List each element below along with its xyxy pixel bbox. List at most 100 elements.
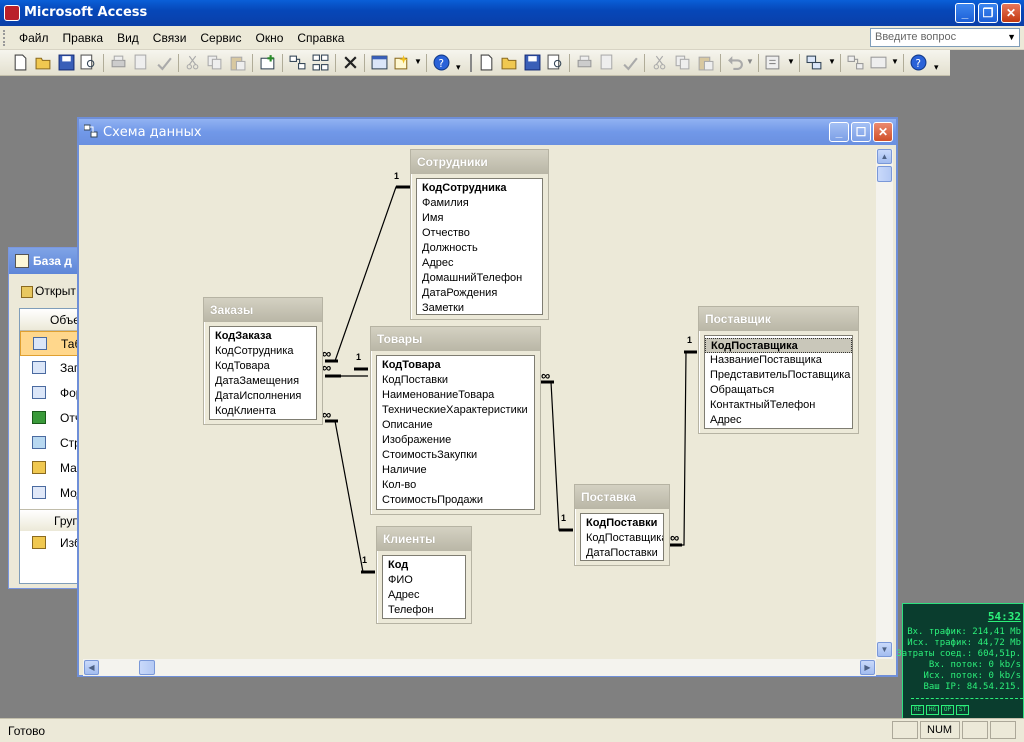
delete-icon[interactable] — [342, 54, 359, 71]
minimize-button[interactable]: _ — [955, 3, 975, 23]
object-pages[interactable]: Стр — [20, 431, 86, 456]
window-maximize-button[interactable]: ☐ — [851, 122, 871, 142]
table-orders[interactable]: Заказы КодЗаказа КодСотрудника КодТовара… — [203, 297, 323, 425]
toolbar-options-icon[interactable]: ▾ — [456, 62, 461, 72]
relationships-icon[interactable] — [847, 54, 864, 71]
database-window-icon[interactable] — [371, 54, 388, 71]
field-item[interactable]: Описание — [382, 419, 433, 431]
chevron-down-icon[interactable]: ▼ — [828, 57, 836, 66]
toolbar-options-icon[interactable]: ▾ — [934, 62, 939, 72]
print-icon[interactable] — [576, 54, 593, 71]
horizontal-scrollbar[interactable]: ◀ ▶ — [83, 659, 876, 676]
table-title[interactable]: Поставка — [575, 485, 669, 509]
field-item[interactable]: Наличие — [382, 464, 427, 476]
table-title[interactable]: Сотрудники — [411, 150, 548, 174]
field-item[interactable]: КодКлиента — [215, 405, 276, 417]
object-macros[interactable]: Мак — [20, 456, 86, 481]
vertical-scrollbar[interactable]: ▲ ▼ — [876, 149, 893, 659]
field-list[interactable]: КодПоставщика НазваниеПоставщика Предста… — [704, 335, 853, 429]
field-item[interactable]: Отчество — [422, 227, 470, 239]
properties-icon[interactable] — [870, 54, 887, 71]
relationships-window-titlebar[interactable]: Схема данных _ ☐ ✕ — [79, 119, 896, 145]
vertical-scroll-thumb[interactable] — [877, 166, 892, 182]
window-minimize-button[interactable]: _ — [829, 122, 849, 142]
print-preview-icon[interactable] — [599, 54, 616, 71]
access-app-icon[interactable] — [4, 5, 20, 21]
menu-file[interactable]: Файл — [19, 31, 49, 45]
groups-header[interactable]: Груп — [20, 509, 86, 531]
direct-relations-icon[interactable] — [289, 54, 306, 71]
field-item[interactable]: ДомашнийТелефон — [422, 272, 523, 284]
menu-relations[interactable]: Связи — [152, 31, 187, 45]
mini-button[interactable]: ST — [956, 705, 969, 715]
field-item[interactable]: КодТовара — [215, 360, 270, 372]
horizontal-scroll-thumb[interactable] — [139, 660, 155, 675]
field-item[interactable]: НаименованиеТовара — [382, 389, 495, 401]
field-list[interactable]: КодТовара КодПоставки НаименованиеТовара… — [376, 355, 535, 510]
menu-help[interactable]: Справка — [297, 31, 345, 45]
copy-icon[interactable] — [674, 54, 691, 71]
help-icon[interactable]: ? — [910, 54, 927, 71]
field-list[interactable]: КодСотрудника Фамилия Имя Отчество Должн… — [416, 178, 543, 315]
table-title[interactable]: Заказы — [204, 298, 322, 322]
help-search-input[interactable]: Введите вопрос ▼ — [870, 28, 1020, 47]
menu-window[interactable]: Окно — [255, 31, 284, 45]
field-item[interactable]: КонтактныйТелефон — [710, 399, 816, 411]
scroll-right-icon[interactable]: ▶ — [860, 660, 875, 675]
menu-grip[interactable] — [3, 30, 6, 46]
field-item[interactable]: КодПоставщика — [586, 532, 664, 544]
field-item[interactable]: Заметки — [422, 302, 465, 314]
cut-icon[interactable] — [184, 54, 201, 71]
relationships-window[interactable]: Схема данных _ ☐ ✕ — [77, 117, 898, 677]
field-item[interactable]: Обращаться — [710, 384, 775, 396]
table-employees[interactable]: Сотрудники КодСотрудника Фамилия Имя Отч… — [410, 149, 549, 320]
menu-tools[interactable]: Сервис — [200, 31, 242, 45]
scroll-left-icon[interactable]: ◀ — [84, 660, 99, 675]
field-list[interactable]: КодПоставки КодПоставщика ДатаПоставки — [580, 513, 664, 561]
chevron-down-icon[interactable]: ▼ — [746, 57, 754, 66]
table-products[interactable]: Товары КодТовара КодПоставки Наименовани… — [370, 326, 541, 515]
table-title[interactable]: Товары — [371, 327, 540, 351]
field-item[interactable]: СтоимостьПродажи — [382, 494, 484, 506]
field-list[interactable]: КодЗаказа КодСотрудника КодТовара ДатаЗа… — [209, 326, 317, 420]
table-clients[interactable]: Клиенты Код ФИО Адрес Телефон — [376, 526, 472, 624]
field-item[interactable]: Фамилия — [422, 197, 469, 209]
object-forms[interactable]: Фор — [20, 381, 86, 406]
field-item[interactable]: ФИО — [388, 574, 413, 586]
field-item[interactable]: Должность — [422, 242, 478, 254]
object-queries[interactable]: Зап — [20, 356, 86, 381]
open-icon[interactable] — [35, 54, 52, 71]
field-item[interactable]: ДатаРождения — [422, 287, 498, 299]
field-item-selected[interactable]: КодПоставщика — [705, 338, 852, 353]
field-item[interactable]: ДатаЗамещения — [215, 375, 300, 387]
field-item[interactable]: Кол-во — [382, 479, 417, 491]
field-item[interactable]: НазваниеПоставщика — [710, 354, 822, 366]
window-close-button[interactable]: ✕ — [873, 122, 893, 142]
spelling-icon[interactable] — [622, 54, 639, 71]
chevron-down-icon[interactable]: ▼ — [787, 57, 795, 66]
open-icon[interactable] — [501, 54, 518, 71]
table-title[interactable]: Клиенты — [377, 527, 471, 551]
group-favorites[interactable]: Изб — [20, 531, 86, 556]
paste-icon[interactable] — [697, 54, 714, 71]
menu-view[interactable]: Вид — [117, 31, 139, 45]
show-table-icon[interactable] — [260, 54, 277, 71]
field-item[interactable]: КодСотрудника — [422, 182, 507, 194]
scroll-down-icon[interactable]: ▼ — [877, 642, 892, 657]
object-reports[interactable]: Отч — [20, 406, 86, 431]
field-item[interactable]: КодПоставки — [382, 374, 449, 386]
new-icon[interactable] — [478, 54, 495, 71]
search-icon[interactable] — [80, 54, 97, 71]
field-item[interactable]: Телефон — [388, 604, 434, 616]
table-supplier[interactable]: Поставщик КодПоставщика НазваниеПоставщи… — [698, 306, 859, 434]
field-item[interactable]: КодЗаказа — [215, 330, 272, 342]
traffic-monitor[interactable]: 54:32 Вх. трафик: 214,41 Mb Исх. трафик:… — [896, 603, 1024, 719]
help-icon[interactable]: ? — [433, 54, 450, 71]
office-links-icon[interactable] — [765, 54, 782, 71]
open-button[interactable]: Открыт — [21, 284, 76, 298]
mini-button[interactable]: OP — [941, 705, 954, 715]
all-relations-icon[interactable] — [312, 54, 329, 71]
field-item[interactable]: СтоимостьЗакупки — [382, 449, 478, 461]
field-item[interactable]: Адрес — [710, 414, 742, 426]
relationships-canvas[interactable]: 1 ∞ ∞ 1 ∞ 1 ∞ 1 ∞ 1 Сотрудники КодСотруд… — [83, 149, 876, 659]
